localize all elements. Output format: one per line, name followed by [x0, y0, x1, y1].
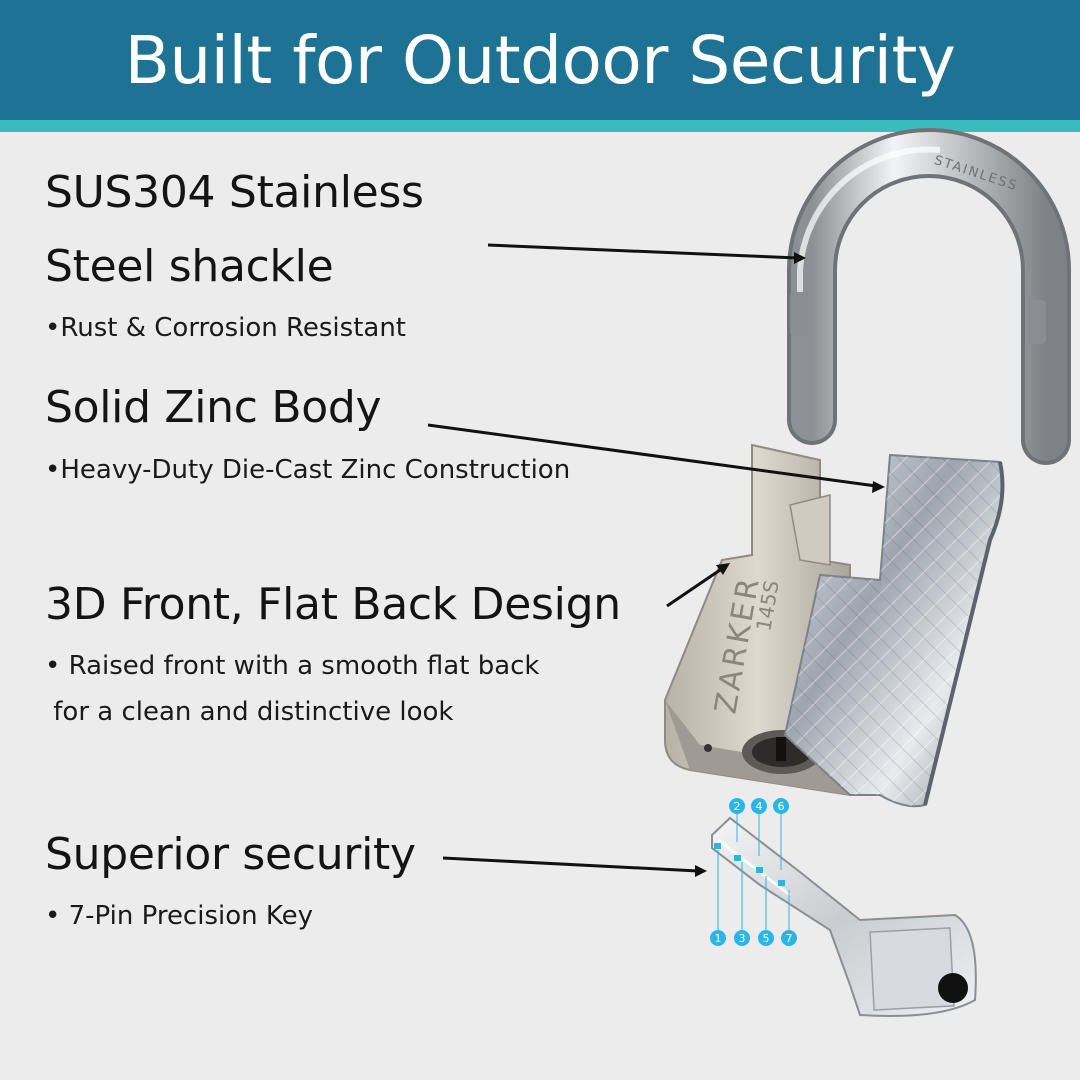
arrowhead-front	[716, 563, 730, 575]
banner-accent-stripe	[0, 120, 1080, 132]
feature-body-title: Solid Zinc Body	[45, 382, 382, 433]
pin-marker-7	[781, 930, 797, 946]
pin-label-2: 2	[734, 800, 741, 813]
feature-design-bullet-line2: for a clean and distinctive look	[45, 697, 454, 727]
callout-arrows	[427, 243, 885, 877]
feature-security-title: Superior security	[45, 829, 416, 880]
pin-marker-2	[729, 798, 745, 814]
feature-security-bullet: • 7-Pin Precision Key	[45, 901, 314, 931]
pin-marker-6	[773, 798, 789, 814]
arrow-to-zinc-body	[427, 423, 877, 488]
pin-marker-1	[710, 930, 726, 946]
pin-label-5: 5	[763, 932, 770, 945]
pin-label-3: 3	[739, 932, 746, 945]
pin-label-4: 4	[756, 800, 763, 813]
key-pin-markers: 2 4 6 1 3 5 7	[710, 798, 797, 946]
pin-marker-5	[758, 930, 774, 946]
arrowhead-key	[695, 865, 707, 877]
pin-marker-3	[734, 930, 750, 946]
feature-shackle-bullet: •Rust & Corrosion Resistant	[45, 313, 407, 343]
feature-shackle-title-line1: SUS304 Stainless	[45, 167, 424, 218]
feature-design-title: 3D Front, Flat Back Design	[45, 579, 621, 630]
arrow-to-key	[442, 856, 699, 873]
page-title: Built for Outdoor Security	[124, 22, 956, 99]
arrow-to-front	[666, 566, 724, 608]
pin-label-7: 7	[786, 932, 793, 945]
key-image	[711, 816, 977, 1017]
arrow-to-shackle	[487, 243, 799, 260]
arrowhead-shackle	[794, 252, 806, 264]
shackle-image: STAINLESS	[787, 128, 1071, 465]
feature-design-bullet-line1: • Raised front with a smooth flat back	[45, 651, 540, 681]
zinc-body-image	[783, 453, 1005, 808]
feature-shackle-title-line2: Steel shackle	[45, 241, 334, 292]
pin-marker-4	[751, 798, 767, 814]
title-banner	[0, 0, 1080, 120]
arrowhead-zinc-body	[872, 481, 885, 493]
feature-body-bullet: •Heavy-Duty Die-Cast Zinc Construction	[45, 455, 571, 485]
pin-label-6: 6	[778, 800, 785, 813]
pin-label-1: 1	[715, 932, 722, 945]
